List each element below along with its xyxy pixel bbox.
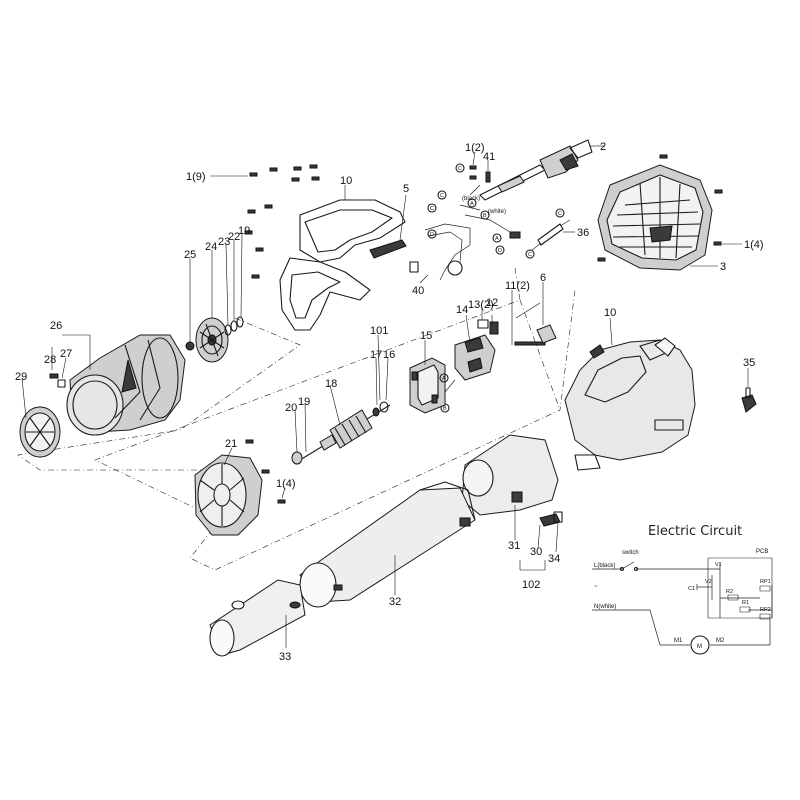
callout-5: 5 <box>403 183 409 195</box>
stator-15: A 15 <box>409 330 449 414</box>
v2-label: V2 <box>705 579 712 585</box>
brush-assembly: B 11(2) 12 13(2) 14 6 <box>440 272 557 413</box>
svg-text:C: C <box>430 206 434 212</box>
r1-label: R1 <box>742 600 749 606</box>
svg-text:C: C <box>528 252 532 258</box>
wire-black-label: (black) <box>462 196 480 202</box>
m1-label: M1 <box>674 638 683 644</box>
fan-housing-26: 26 28 27 <box>44 320 186 436</box>
callout-17: 17 <box>370 349 382 361</box>
callout-3: 3 <box>720 261 726 273</box>
wire-white-label: (white) <box>488 209 506 215</box>
rp2-label: RP2 <box>760 607 771 613</box>
callout-101: 101 <box>370 325 388 337</box>
callout-2: 2 <box>600 141 606 153</box>
callout-1-4-mid: 1(4) <box>276 478 296 490</box>
rear-grille-3: 3 <box>597 164 726 273</box>
callout-21: 21 <box>225 438 237 450</box>
svg-text:A: A <box>495 236 499 242</box>
callout-20: 20 <box>285 402 297 414</box>
blow-tube-32: 32 <box>299 481 476 608</box>
callout-22: 22 <box>228 231 240 243</box>
svg-text:A: A <box>442 376 446 382</box>
neutral-white-label: N(white) <box>594 604 616 610</box>
callout-12: 12 <box>486 297 498 309</box>
assembly-guide-lines <box>17 267 576 571</box>
callout-1-9: 1(9) <box>186 171 206 183</box>
callout-41: 41 <box>483 151 495 163</box>
callout-30: 30 <box>530 546 542 558</box>
callout-14: 14 <box>456 304 468 316</box>
svg-text:A: A <box>470 201 474 207</box>
pcb-label: PCB <box>756 549 768 555</box>
callout-34: 34 <box>548 553 560 565</box>
m2-label: M2 <box>716 638 725 644</box>
rp1-label: RP1 <box>760 579 771 585</box>
svg-text:C: C <box>440 193 444 199</box>
callout-13-2: 13(2) <box>468 299 494 311</box>
screws-1-4-right: 1(4) <box>597 154 764 262</box>
switch-part-5: 5 <box>369 183 409 259</box>
callout-10-left-housing: 10 <box>340 175 352 187</box>
armature-18: 101 17 16 18 20 19 <box>285 325 395 465</box>
callout-28: 28 <box>44 354 56 366</box>
tilde-symbol: ~ <box>594 584 598 590</box>
callout-18: 18 <box>325 378 337 390</box>
c1-label: C1 <box>688 586 695 592</box>
callout-27: 27 <box>60 348 72 360</box>
motor-end-bell-21: 21 1(4) <box>194 438 296 536</box>
callout-31: 31 <box>508 540 520 552</box>
callout-102: 102 <box>522 579 540 591</box>
v1-label: V1 <box>715 562 722 568</box>
screw-cluster-1-9: 1(9) <box>186 164 320 279</box>
callout-6: 6 <box>540 272 546 284</box>
callout-29: 29 <box>15 371 27 383</box>
svg-text:C: C <box>558 211 562 217</box>
svg-text:B: B <box>483 213 487 219</box>
callout-15: 15 <box>420 330 432 342</box>
capacitor-36: C C 36 <box>525 208 589 259</box>
callout-33: 33 <box>279 651 291 663</box>
switch-label: switch <box>622 550 639 556</box>
nozzle-tip-33: 33 <box>209 579 306 663</box>
circuit-title: Electric Circuit <box>648 524 742 539</box>
line-black-label: L(black) <box>594 563 615 569</box>
intake-grille-29: 29 <box>15 371 61 458</box>
svg-text:D: D <box>498 248 502 254</box>
svg-text:C: C <box>458 166 462 172</box>
callout-36: 36 <box>577 227 589 239</box>
svg-text:B: B <box>443 406 447 412</box>
callout-1-2-top: 1(2) <box>465 142 485 154</box>
callout-19-top: 19 <box>238 225 250 237</box>
callout-10-right-housing: 10 <box>604 307 616 319</box>
fan-and-washers: 25 24 23 22 19 <box>184 225 250 363</box>
callout-16: 16 <box>383 349 395 361</box>
right-housing-half: 10 <box>564 307 696 471</box>
r2-label: R2 <box>726 589 733 595</box>
callout-24: 24 <box>205 241 217 253</box>
electric-circuit: Electric Circuit L(black) switch PCB ~ N… <box>592 524 773 655</box>
callout-26: 26 <box>50 320 62 332</box>
nozzle-connector: 31 30 34 102 <box>461 434 563 591</box>
wiring-harness-40: C C C A B A D D (black) (white) 40 <box>409 163 521 297</box>
part-35: 35 <box>741 357 757 413</box>
callout-19-mid: 19 <box>298 396 310 408</box>
callout-23: 23 <box>218 236 230 248</box>
small-parts-1-2-41: 1(2) 41 <box>465 142 495 183</box>
callout-11-2: 11(2) <box>505 280 530 292</box>
callout-1-4-right: 1(4) <box>744 239 764 251</box>
callout-32: 32 <box>389 596 401 608</box>
callout-35: 35 <box>743 357 755 369</box>
svg-text:D: D <box>430 232 434 238</box>
callout-25: 25 <box>184 249 196 261</box>
motor-symbol: M <box>697 644 702 650</box>
callout-40: 40 <box>412 285 424 297</box>
power-cord-2: 2 <box>479 139 606 201</box>
left-housing-half: 10 <box>279 175 406 331</box>
